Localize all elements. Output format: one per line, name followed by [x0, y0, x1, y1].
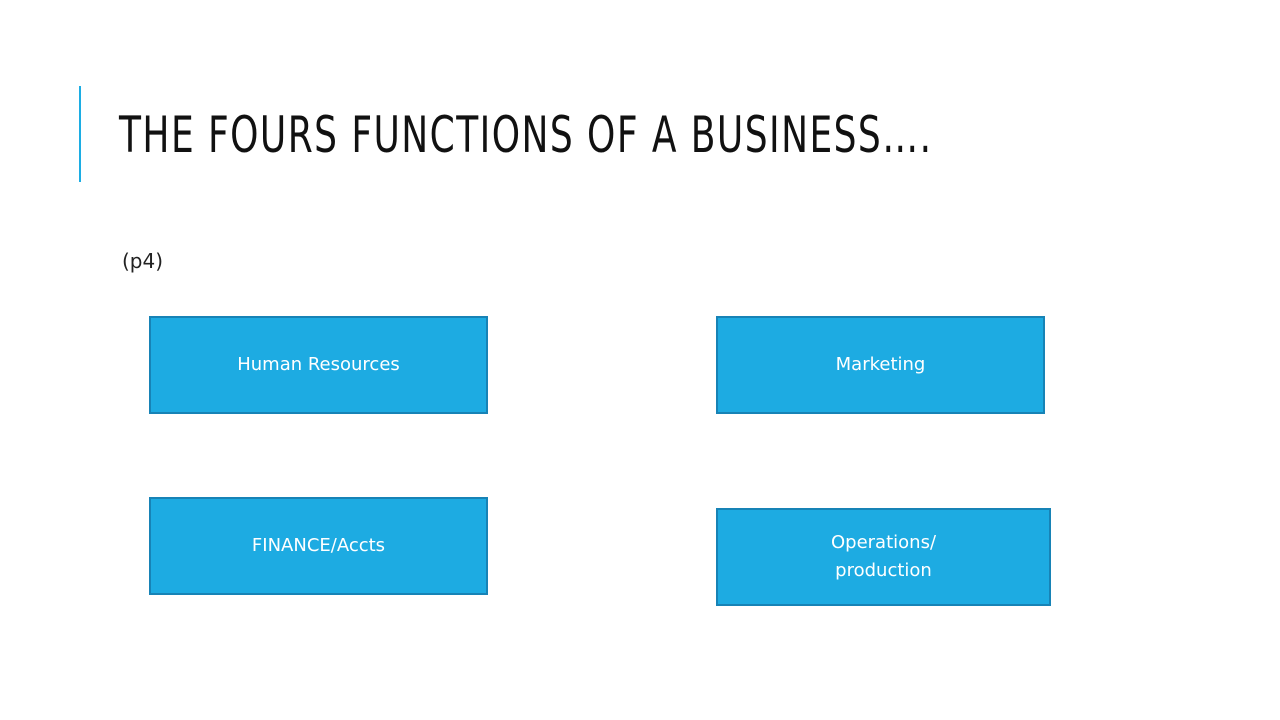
function-box-human-resources: Human Resources	[149, 316, 488, 414]
function-box-finance: FINANCE/Accts	[149, 497, 488, 595]
function-box-marketing: Marketing	[716, 316, 1045, 414]
slide-subtitle: (p4)	[122, 249, 164, 273]
function-box-operations: Operations/ production	[716, 508, 1051, 606]
slide-title: THE FOURS FUNCTIONS OF A BUSINESS….	[119, 106, 933, 164]
title-accent-bar	[79, 86, 81, 182]
